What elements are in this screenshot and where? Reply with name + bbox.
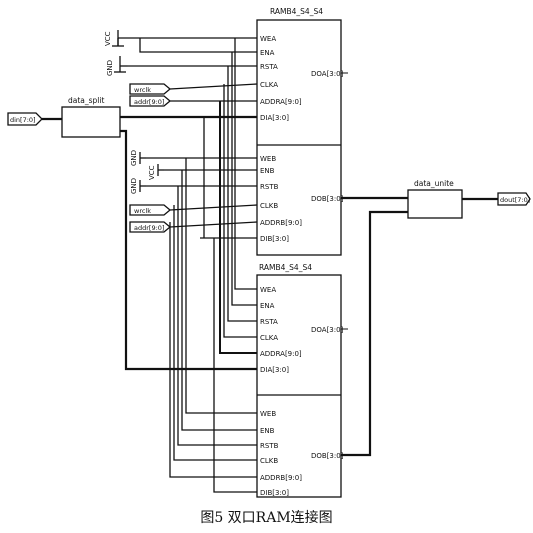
data-unite-title: data_unite [414,179,454,188]
ram-bottom-port-dib: DIB[3:0] [260,489,289,497]
ram-top-port-clkb: CLKB [260,202,278,210]
ram-bottom-port-addra: ADDRA[9:0] [260,350,302,358]
ram-top-port-ena: ENA [260,49,275,57]
wrclk-b-tag [129,204,172,216]
wires-top-port-a [117,37,258,119]
ram-bottom-port-clka: CLKA [260,334,278,342]
ram-top-port-rsta: RSTA [260,63,278,71]
dual-port-ram-schematic: RAMB4_S4_S4 WEA ENA RSTA CLKA ADDRA[9:0]… [7,7,531,498]
figure-caption: 图5 双口RAM连接图 [200,510,333,526]
ram-bottom-port-addrb: ADDRB[9:0] [260,474,302,482]
gnd-mid2-label: GND [130,178,138,194]
addr-a-tag-label: addr[9:0] [134,98,164,106]
addr-b-tag [129,221,172,233]
wire-split-to-bottom-dia [120,129,257,371]
ram-bottom-port-rsta: RSTA [260,318,278,326]
ram-top-port-dob: DOB[3:0] [311,195,344,203]
ram-top-port-rstb: RSTB [260,183,279,191]
addr-b-tag-label: addr[9:0] [134,224,164,232]
data-unite-block [407,189,463,219]
ram-bottom-port-clkb: CLKB [260,457,278,465]
ram-top-port-doa: DOA[3:0] [311,70,344,78]
dout-tag-label: dout[7:0] [500,196,530,204]
ram-bottom-port-dia: DIA[3:0] [260,366,289,374]
data-split-block [61,106,121,138]
ram-top-port-dia: DIA[3:0] [260,114,289,122]
ram-top-block [256,19,342,256]
ram-top-port-addrb: ADDRB[9:0] [260,219,302,227]
ram-bottom-port-dob: DOB[3:0] [311,452,344,460]
ram-top-port-enb: ENB [260,167,275,175]
dout-tag [497,192,531,206]
wrclk-a-tag-label: wrclk [134,86,151,94]
port-stubs [341,72,348,456]
ram-bottom-port-web: WEB [260,410,276,418]
wires-bus-bottom [169,38,257,493]
gnd-top-label: GND [106,60,114,76]
gnd-symbol-mid2 [139,180,146,192]
wires-top-port-b [146,157,258,239]
vcc-symbol-mid [157,164,164,176]
ram-bottom-port-ena: ENA [260,302,275,310]
din-tag [7,112,43,126]
vcc-mid-label: VCC [148,165,156,180]
wrclk-b-tag-label: wrclk [134,207,151,215]
ram-top-port-addra: ADDRA[9:0] [260,98,302,106]
wrclk-a-tag [129,83,172,95]
addr-a-tag [129,95,172,107]
wire-bottom-dob-to-unite [341,210,408,457]
ram-top-port-clka: CLKA [260,81,278,89]
ram-bottom-port-rstb: RSTB [260,442,279,450]
ram-bottom-port-doa: DOA[3:0] [311,326,344,334]
vcc-top-label: VCC [104,31,112,46]
ram-top-port-wea: WEA [260,35,276,43]
gnd-symbol-mid [139,152,146,164]
ram-bottom-block [256,274,342,498]
ram-bottom-port-wea: WEA [260,286,276,294]
ram-bottom-port-enb: ENB [260,427,275,435]
gnd-mid-label: GND [130,150,138,166]
gnd-symbol-top [114,56,128,73]
ram-top-port-dib: DIB[3:0] [260,235,289,243]
din-tag-label: din[7:0] [10,116,36,124]
ram-top-title: RAMB4_S4_S4 [270,7,323,16]
data-split-title: data_split [68,96,104,105]
ram-top-port-web: WEB [260,155,276,163]
ram-bottom-title: RAMB4_S4_S4 [259,263,312,272]
